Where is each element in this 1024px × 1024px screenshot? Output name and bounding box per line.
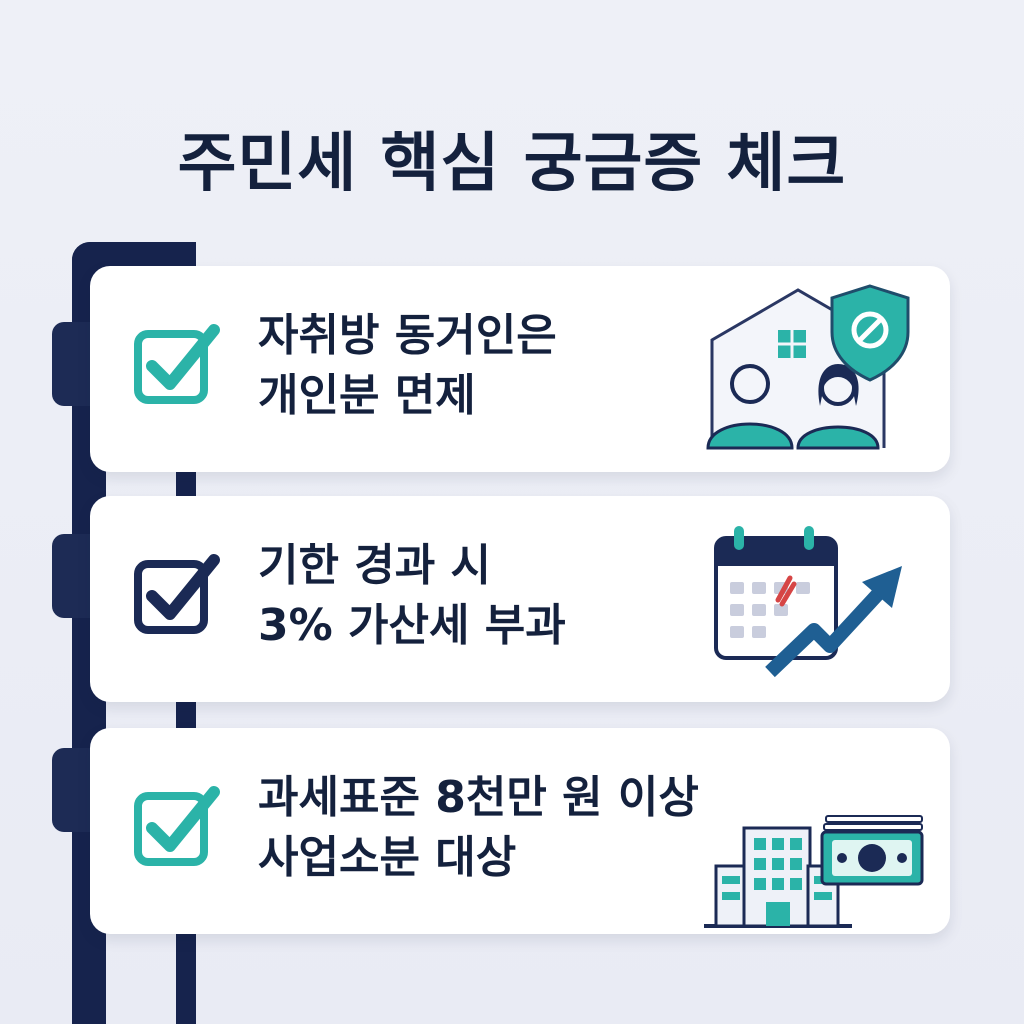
house-people-shield-icon xyxy=(706,284,910,450)
card-text: 자취방 동거인은 개인분 면제 xyxy=(258,306,798,426)
calendar-rising-arrow-icon xyxy=(714,526,902,678)
clipboard-clip xyxy=(52,748,92,832)
card-line-2: 사업소분 대상 xyxy=(258,832,517,883)
card-line-1: 기한 경과 시 xyxy=(258,540,492,591)
checklist-card-1: 자취방 동거인은 개인분 면제 xyxy=(90,266,950,472)
clipboard-clip xyxy=(52,534,92,618)
card-line-2: 3% 가산세 부과 xyxy=(258,600,566,651)
checklist-card-2: 기한 경과 시 3% 가산세 부과 xyxy=(90,496,950,702)
checkbox-checked-icon xyxy=(134,554,220,634)
card-text: 기한 경과 시 3% 가산세 부과 xyxy=(258,536,798,656)
card-line-2: 개인분 면제 xyxy=(258,370,476,421)
card-line-1: 과세표준 8천만 원 이상 xyxy=(258,772,699,823)
checkbox-checked-icon xyxy=(134,786,220,866)
card-line-1: 자취방 동거인은 xyxy=(258,310,557,361)
card-text: 과세표준 8천만 원 이상 사업소분 대상 xyxy=(258,768,798,888)
building-money-icon xyxy=(704,815,924,928)
checklist-card-3: 과세표준 8천만 원 이상 사업소분 대상 xyxy=(90,728,950,934)
clipboard-clip xyxy=(52,322,92,406)
page-title: 주민세 핵심 궁금증 체크 xyxy=(177,127,847,201)
checkbox-checked-icon xyxy=(134,324,220,404)
